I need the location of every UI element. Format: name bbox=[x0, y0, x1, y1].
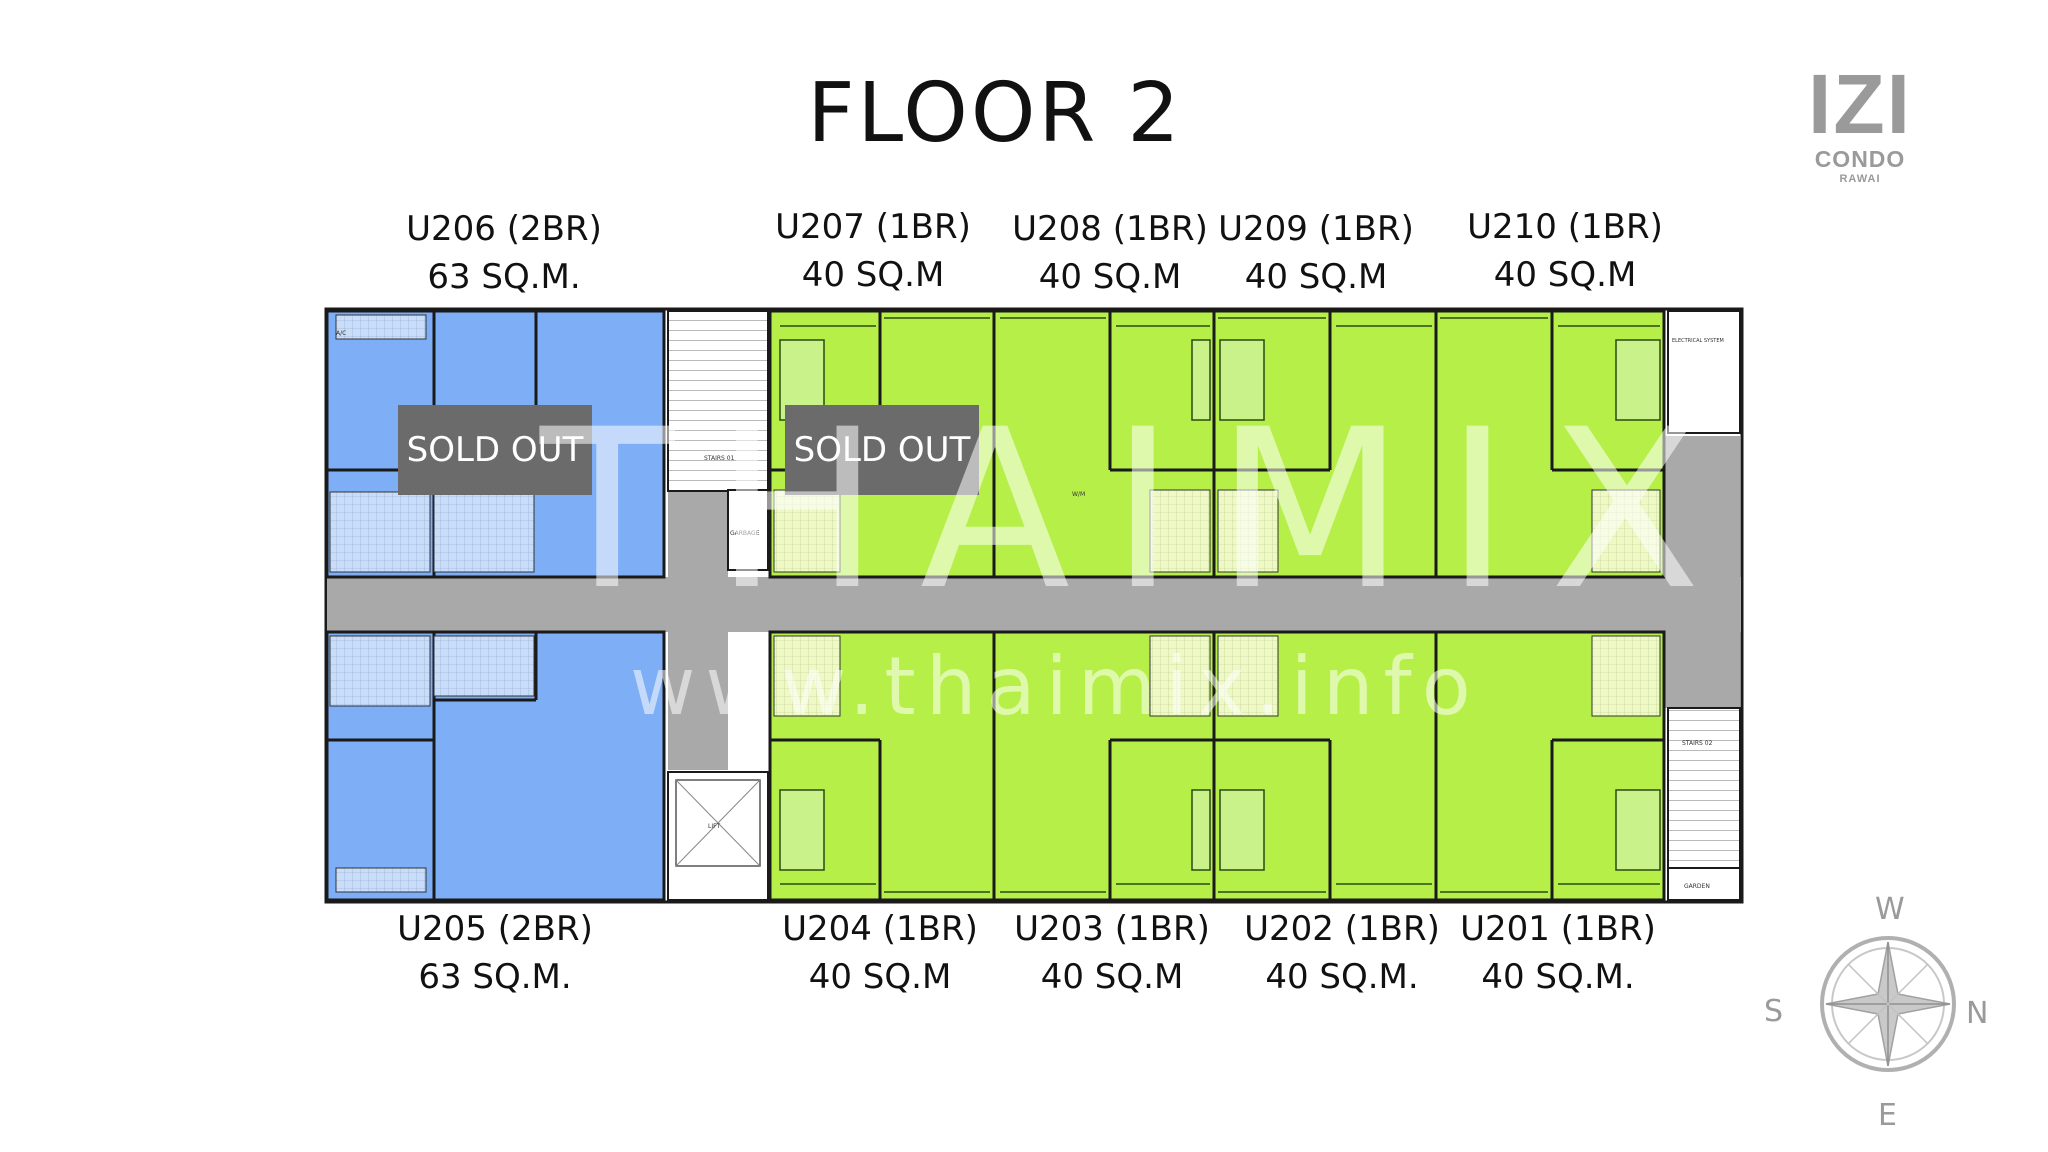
corridor-lobby bbox=[668, 490, 728, 770]
unit-id: U210 (1BR) bbox=[1467, 207, 1663, 247]
unit-area: 63 SQ.M. bbox=[418, 957, 572, 997]
unit-id: U205 (2BR) bbox=[397, 909, 593, 949]
label-garbage: GARBAGE bbox=[730, 530, 760, 537]
corridor bbox=[327, 577, 1741, 632]
unit-area: 40 SQ.M. bbox=[1265, 957, 1419, 997]
unit-label-u206: U206 (2BR) 63 SQ.M. bbox=[384, 205, 624, 301]
one-bedroom-bottom-row bbox=[768, 630, 1666, 902]
unit-area: 40 SQ.M bbox=[1493, 255, 1637, 295]
corridor-east bbox=[1664, 436, 1740, 708]
unit-area: 40 SQ.M bbox=[1040, 957, 1184, 997]
unit-id: U209 (1BR) bbox=[1218, 209, 1414, 249]
balconies bbox=[780, 317, 1660, 893]
unit-id: U204 (1BR) bbox=[782, 909, 978, 949]
compass-icon bbox=[1820, 936, 1956, 1072]
unit-id: U207 (1BR) bbox=[775, 207, 971, 247]
unit-area: 40 SQ.M bbox=[1244, 257, 1388, 297]
unit-label-u201: U201 (1BR) 40 SQ.M. bbox=[1438, 905, 1678, 1001]
label-wm: W/M bbox=[1072, 491, 1085, 498]
label-stairs2: STAIRS 02 bbox=[1682, 740, 1713, 747]
unit-id: U206 (2BR) bbox=[406, 209, 602, 249]
stairs-02 bbox=[1667, 707, 1741, 869]
logo-line2: CONDO bbox=[1814, 146, 1906, 172]
unit-id: U208 (1BR) bbox=[1012, 209, 1208, 249]
unit-label-u202: U202 (1BR) 40 SQ.M. bbox=[1222, 905, 1462, 1001]
label-garden: GARDEN bbox=[1684, 883, 1710, 890]
compass-west: W bbox=[1875, 892, 1905, 927]
unit-label-u205: U205 (2BR) 63 SQ.M. bbox=[375, 905, 615, 1001]
unit-label-u210: U210 (1BR) 40 SQ.M bbox=[1445, 203, 1685, 299]
garbage-room bbox=[727, 489, 769, 571]
stairs-01 bbox=[667, 310, 769, 492]
unit-id: U203 (1BR) bbox=[1014, 909, 1210, 949]
unit-label-u209: U209 (1BR) 40 SQ.M bbox=[1196, 205, 1436, 301]
label-ac: A/C bbox=[336, 330, 346, 337]
unit-label-u203: U203 (1BR) 40 SQ.M bbox=[992, 905, 1232, 1001]
unit-id: U201 (1BR) bbox=[1460, 909, 1656, 949]
unit-label-u208: U208 (1BR) 40 SQ.M bbox=[990, 205, 1230, 301]
lift bbox=[667, 771, 769, 901]
sold-out-badge-u206: SOLD OUT bbox=[398, 405, 592, 495]
unit-area: 40 SQ.M bbox=[1038, 257, 1182, 297]
logo-name: IZI bbox=[1808, 57, 1912, 151]
unit-label-u204: U204 (1BR) 40 SQ.M bbox=[760, 905, 1000, 1001]
logo-line3: RAWAI bbox=[1839, 173, 1881, 185]
compass-north: N bbox=[1966, 996, 1989, 1031]
label-electrical: ELECTRICAL SYSTEM bbox=[1672, 338, 1724, 344]
unit-label-u207: U207 (1BR) 40 SQ.M bbox=[753, 203, 993, 299]
electrical-room bbox=[1667, 310, 1741, 434]
compass-south: S bbox=[1764, 994, 1784, 1029]
unit-area: 63 SQ.M. bbox=[427, 257, 581, 297]
garden bbox=[1667, 867, 1741, 901]
label-lift: LIFT bbox=[708, 823, 720, 830]
unit-id: U202 (1BR) bbox=[1244, 909, 1440, 949]
unit-area: 40 SQ.M bbox=[808, 957, 952, 997]
sold-out-badge-u207: SOLD OUT bbox=[785, 405, 979, 495]
bathrooms bbox=[773, 489, 1661, 717]
page-title: FLOOR 2 bbox=[807, 66, 1183, 161]
unit-area: 40 SQ.M bbox=[801, 255, 945, 295]
unit-area: 40 SQ.M. bbox=[1481, 957, 1635, 997]
label-stairs1: STAIRS 01 bbox=[704, 455, 735, 462]
brand-logo: IZI CONDO RAWAI bbox=[1800, 62, 1920, 186]
compass-east: E bbox=[1878, 1098, 1897, 1133]
